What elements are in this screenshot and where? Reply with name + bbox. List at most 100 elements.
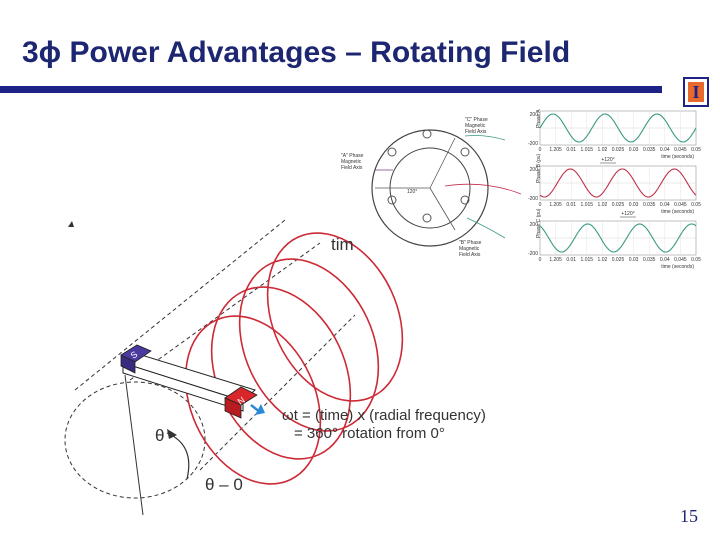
waveform-ylabel: Phase B (pu) bbox=[536, 153, 542, 183]
x-axis-label: time (seconds) bbox=[661, 209, 694, 215]
svg-text:Field Axis: Field Axis bbox=[459, 252, 481, 258]
x-tick-label: 0 bbox=[539, 202, 542, 208]
svg-text:Magnetic: Magnetic bbox=[465, 123, 486, 129]
y-tick-max: 200 bbox=[530, 167, 539, 173]
y-tick-min: -200 bbox=[528, 251, 538, 257]
x-tick-label: 1.015 bbox=[581, 257, 594, 263]
x-tick-label: 0 bbox=[539, 257, 542, 263]
x-tick-label: 0.04 bbox=[660, 147, 670, 153]
svg-text:Field Axis: Field Axis bbox=[341, 165, 363, 171]
x-tick-label: 1.205 bbox=[549, 257, 562, 263]
slide-title: 3ϕ Power Advantages – Rotating Field bbox=[22, 36, 571, 69]
x-tick-label: 0.025 bbox=[612, 147, 625, 153]
field-direction-arrowhead bbox=[255, 404, 265, 415]
waveform-trace bbox=[539, 168, 697, 198]
x-tick-label: 1.02 bbox=[598, 202, 608, 208]
cylinder-top-edge bbox=[74, 219, 286, 391]
logo-letter: I bbox=[692, 82, 700, 102]
theta-label: θ bbox=[155, 426, 164, 445]
axis-b bbox=[429, 187, 456, 231]
phase-c-label: "C" Phase Magnetic Field Axis bbox=[465, 117, 488, 135]
x-tick-label: 0.045 bbox=[674, 257, 687, 263]
time-axis bbox=[129, 242, 321, 381]
waveform-trace bbox=[539, 223, 697, 253]
bar-magnet: S N bbox=[120, 344, 258, 419]
x-tick-label: 0.03 bbox=[629, 147, 639, 153]
time-label: tim bbox=[331, 235, 354, 254]
phase-b-label: "B" Phase Magnetic Field Axis bbox=[459, 240, 482, 258]
x-tick-label: 0.05 bbox=[691, 147, 701, 153]
x-tick-label: 0.01 bbox=[566, 147, 576, 153]
svg-text:"C" Phase: "C" Phase bbox=[465, 117, 488, 123]
x-tick-label: 0.05 bbox=[691, 202, 701, 208]
north-pole-label: N bbox=[236, 395, 247, 407]
svg-text:Field Axis: Field Axis bbox=[465, 129, 487, 135]
svg-text:"A" Phase: "A" Phase bbox=[341, 153, 364, 159]
south-pole-label: S bbox=[129, 349, 140, 361]
university-logo: I bbox=[683, 77, 709, 107]
x-axis-label: time (seconds) bbox=[661, 154, 694, 160]
pointer-mid bbox=[444, 183, 522, 195]
pointer-c bbox=[464, 135, 506, 141]
x-tick-label: 0.035 bbox=[643, 257, 656, 263]
base-ellipse bbox=[64, 381, 206, 499]
x-tick-label: 0.04 bbox=[660, 202, 670, 208]
x-tick-label: 1.205 bbox=[549, 202, 562, 208]
rotor-axis bbox=[124, 374, 144, 516]
y-tick-min: -200 bbox=[528, 196, 538, 202]
x-tick-label: 0.025 bbox=[612, 257, 625, 263]
x-tick-label: 1.015 bbox=[581, 202, 594, 208]
angle-label: 120° bbox=[407, 189, 417, 195]
x-tick-label: 1.02 bbox=[598, 147, 608, 153]
coil-b1 bbox=[460, 147, 470, 157]
pointer-b bbox=[466, 217, 506, 239]
axis-c bbox=[429, 137, 456, 189]
omega-equation-line2: = 360° rotation from 0° bbox=[294, 425, 445, 442]
rotation-arc bbox=[166, 432, 190, 480]
x-tick-label: 0.025 bbox=[612, 202, 625, 208]
svg-text:Magnetic: Magnetic bbox=[341, 159, 362, 165]
rotating-field-diagram: S N tim θ θ – 0 ωt = (time) x (radial fr… bbox=[64, 219, 486, 516]
x-tick-label: 0.035 bbox=[643, 147, 656, 153]
y-tick-max: 200 bbox=[530, 222, 539, 228]
x-tick-label: 0.04 bbox=[660, 257, 670, 263]
omega-equation-line1: ωt = (time) x (radial frequency) bbox=[282, 407, 486, 424]
x-tick-label: 0.05 bbox=[691, 257, 701, 263]
x-tick-label: 1.02 bbox=[598, 257, 608, 263]
x-tick-label: 0.01 bbox=[566, 202, 576, 208]
x-tick-label: 0.035 bbox=[643, 202, 656, 208]
coil-c1 bbox=[422, 129, 432, 139]
rotation-arrowhead bbox=[167, 429, 177, 439]
stator-outer bbox=[371, 129, 489, 247]
phase-shift-label: +120° bbox=[621, 211, 634, 217]
theta-zero-label: θ – 0 bbox=[205, 475, 243, 494]
motor-phase-diagram: 120° "C" Phase Magnetic Field Axis "A" P… bbox=[341, 117, 522, 258]
coil-c2 bbox=[422, 213, 432, 223]
x-tick-label: 0.03 bbox=[629, 202, 639, 208]
phase-a-label: "A" Phase Magnetic Field Axis bbox=[341, 153, 364, 171]
coil-a2 bbox=[387, 195, 397, 205]
title-underline bbox=[0, 86, 662, 93]
x-axis-label: time (seconds) bbox=[661, 264, 694, 270]
y-tick-max: 200 bbox=[530, 112, 539, 118]
x-tick-label: 0.01 bbox=[566, 257, 576, 263]
x-tick-label: 1.205 bbox=[549, 147, 562, 153]
axis-arrow-tip bbox=[68, 221, 74, 227]
svg-text:Magnetic: Magnetic bbox=[459, 246, 480, 252]
svg-text:"B" Phase: "B" Phase bbox=[459, 240, 482, 246]
x-tick-label: 0.03 bbox=[629, 257, 639, 263]
x-tick-label: 1.015 bbox=[581, 147, 594, 153]
x-tick-label: 0.045 bbox=[674, 147, 687, 153]
waveform-trace bbox=[539, 113, 697, 143]
coil-b2 bbox=[460, 195, 470, 205]
x-tick-label: 0 bbox=[539, 147, 542, 153]
waveform-ylabel: Phase A (pu) bbox=[536, 108, 542, 128]
waveform-ylabel: Phase C (pu) bbox=[536, 208, 542, 238]
coil-a1 bbox=[387, 147, 397, 157]
phase-shift-label: +120° bbox=[601, 157, 614, 163]
cylinder-bottom-edge bbox=[199, 314, 356, 471]
